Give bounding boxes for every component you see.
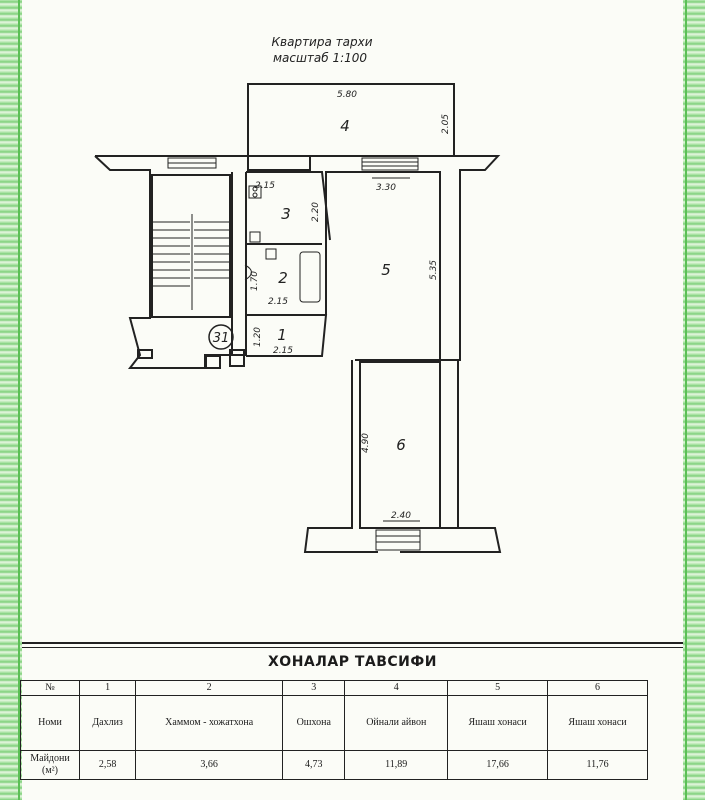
walls: [94, 83, 502, 553]
room-area: 17,66: [447, 750, 549, 780]
room-name: Ойнали айвон: [344, 695, 449, 751]
number-header: №: [20, 680, 80, 696]
room-area: 11,89: [344, 750, 449, 780]
room-name: Хаммом - хожатхона: [135, 695, 284, 751]
rooms-table: № 1 2 3 4 5 6 Номи Дахлиз Хаммом - хожат…: [20, 680, 648, 780]
fixtures: [244, 185, 321, 303]
table-row-names: Номи Дахлиз Хаммом - хожатхона Ошхона Ой…: [20, 695, 648, 751]
room-1-depth: 1.20: [253, 327, 263, 347]
column-number: 1: [78, 680, 137, 696]
table-row-numbers: № 1 2 3 4 5 6: [20, 680, 648, 696]
plan-title: Квартира тархи: [272, 35, 373, 49]
room-name: Ошхона: [282, 695, 346, 751]
column-number: 2: [135, 680, 284, 696]
room-area: 3,66: [135, 750, 284, 780]
area-header: Майдони (м²): [20, 750, 80, 780]
windows: [167, 157, 421, 551]
room-2-number: 2: [278, 269, 288, 287]
room-4-number: 4: [340, 117, 350, 135]
room-2-width: 2.15: [268, 297, 288, 307]
room-5-width: 3.30: [376, 183, 396, 193]
table-row-areas: Майдони (м²) 2,58 3,66 4,73 11,89 17,66 …: [20, 750, 648, 780]
room-area: 4,73: [282, 750, 346, 780]
column-number: 5: [447, 680, 549, 696]
room-5-number: 5: [381, 261, 391, 279]
room-1-number: 1: [277, 326, 287, 344]
plan-scale: масштаб 1:100: [273, 51, 367, 65]
room-5-depth: 5.35: [429, 260, 439, 280]
room-6-depth: 4.90: [361, 433, 371, 453]
column-number: 3: [282, 680, 346, 696]
staircase: [153, 214, 229, 310]
room-area: 11,76: [547, 750, 648, 780]
separator-line-thin: [22, 647, 683, 648]
room-4-depth: 2.05: [441, 114, 451, 134]
dimension-marks: [372, 177, 420, 522]
room-name: Яшаш хонаси: [447, 695, 549, 751]
apartment-number: 31: [213, 331, 230, 346]
separator-line: [22, 642, 683, 644]
room-1-width: 2.15: [273, 346, 293, 356]
column-number: 4: [344, 680, 449, 696]
room-2-depth: 1.70: [250, 271, 260, 291]
room-area: 2,58: [78, 750, 137, 780]
decorative-border-right: [683, 0, 705, 800]
floor-plan: Квартира тархи масштаб 1:100: [94, 35, 502, 553]
room-3-number: 3: [281, 205, 291, 223]
name-header: Номи: [20, 695, 80, 751]
apartment-number-circle: [208, 324, 234, 350]
decorative-border-left: [0, 0, 22, 800]
room-6-number: 6: [396, 436, 406, 454]
room-name: Яшаш хонаси: [547, 695, 648, 751]
room-4-width: 5.80: [337, 90, 357, 100]
room-3-depth: 2.20: [311, 202, 321, 222]
room-name: Дахлиз: [78, 695, 137, 751]
room-6-width: 2.40: [391, 511, 411, 521]
column-number: 6: [547, 680, 648, 696]
room-3-width: 2.15: [255, 181, 275, 191]
table-title: ХОНАЛАР ТАВСИФИ: [268, 654, 437, 670]
